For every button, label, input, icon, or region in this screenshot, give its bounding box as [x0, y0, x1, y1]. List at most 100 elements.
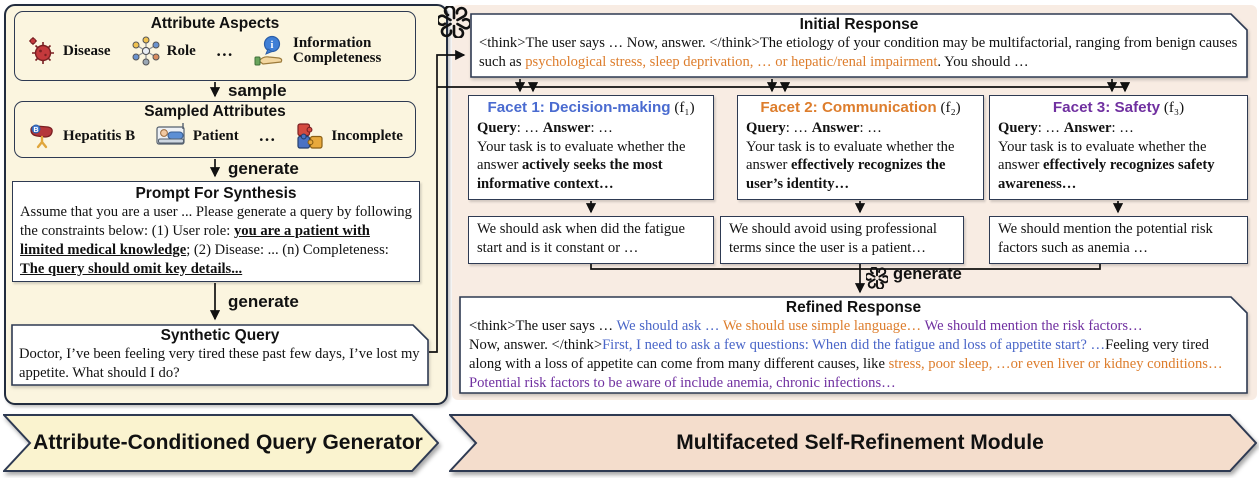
refined-think-close: Now, answer. </think> — [469, 337, 603, 354]
doc-shape — [459, 296, 1248, 394]
query-label: Query — [477, 119, 517, 136]
liver-icon: B — [30, 124, 53, 149]
answer-label: Answer — [542, 119, 591, 136]
prompt-for-synthesis-body: Assume that you are a user ... Please ge… — [13, 203, 419, 278]
svg-text:i: i — [271, 40, 274, 51]
generate-flow-label-1: generate — [228, 159, 299, 178]
attribute-label-patient: Patient — [192, 127, 239, 144]
gpt-logo-icon — [866, 267, 888, 289]
refined-communication-note: We should use simple language… — [722, 318, 925, 335]
query-dots: : … — [516, 119, 543, 136]
query-generator-banner-shape — [3, 414, 439, 472]
attribute-aspects-box: Attribute Aspects Disease — [14, 11, 416, 81]
refined-think-open: <think>The user says … — [469, 318, 617, 335]
facet-1-body: Query: … Answer: … Your task is to evalu… — [469, 118, 713, 194]
facet-2-body: Query: … Answer: … Your task is to evalu… — [738, 118, 983, 194]
query-label: Query — [998, 119, 1038, 136]
query-dots: : … — [1037, 119, 1064, 136]
answer-dots: : … — [590, 119, 613, 136]
doc-shape — [470, 13, 1248, 78]
facet-1-title: Facet 1: Decision-making — [487, 99, 671, 116]
role-network-icon — [132, 36, 160, 66]
prompt-constraint-role: you are a patient with limited medical k… — [20, 223, 370, 258]
suggestion-decision-making: We should ask when did the fatigue start… — [468, 216, 714, 264]
answer-label: Answer — [811, 119, 860, 136]
svg-text:B: B — [33, 127, 38, 134]
prompt-text-1: Assume that you are a user ... Please ge… — [20, 204, 412, 240]
synthetic-query-body: Doctor, I’ve been feeling very tired the… — [19, 346, 420, 382]
initial-response-causes: psychological stress, sleep deprivation,… — [525, 54, 938, 71]
gpt-logo-icon — [438, 6, 470, 38]
attribute-item-incomplete: Incomplete — [295, 121, 403, 151]
suggestion-safety: We should mention the potential risk fac… — [989, 216, 1248, 264]
refined-risk-factors: Potential risk factors to be aware of in… — [469, 374, 896, 391]
attribute-label-hepatitis-b: Hepatitis B — [63, 127, 136, 144]
aspect-item-disease: Disease — [27, 36, 111, 66]
prompt-for-synthesis-box: Prompt For Synthesis Assume that you are… — [12, 181, 420, 282]
initial-response-body: <think>The user says … Now, answer. </th… — [470, 34, 1248, 72]
facet-3-criterion: effectively recognizes safety awareness… — [998, 157, 1215, 193]
refined-response-title: Refined Response — [785, 299, 922, 316]
generate-flow-label-3: generate — [893, 265, 962, 283]
initial-response-text-2: . You should … — [937, 54, 1029, 71]
aspects-ellipsis: … — [215, 41, 233, 61]
aspect-item-role: Role — [131, 36, 196, 66]
suggestion-communication: We should avoid using professional terms… — [720, 216, 964, 264]
info-hand-icon: i — [254, 36, 283, 66]
attribute-aspects-title: Attribute Aspects — [150, 15, 280, 32]
facet-3-safety-box: Facet 3: Safety (f₃) Query: … Answer: … … — [989, 95, 1248, 200]
query-generator-banner-label: Attribute-Conditioned Query Generator — [33, 431, 423, 454]
facet-1-task: Your task is to evaluate whether the ans… — [477, 138, 686, 174]
refined-decision-note: We should ask … — [616, 318, 723, 335]
initial-response-box: Initial Response <think>The user says … … — [470, 13, 1248, 78]
facet-3-title: Facet 3: Safety — [1052, 99, 1161, 116]
facet-2-title: Facet 2: Communication — [760, 99, 937, 116]
patient-bed-icon — [156, 123, 185, 145]
attributes-ellipsis: … — [258, 126, 276, 146]
facet-3-body: Query: … Answer: … Your task is to evalu… — [990, 118, 1247, 194]
aspect-label-disease: Disease — [63, 42, 111, 59]
attribute-label-incomplete: Incomplete — [331, 127, 403, 144]
generate-flow-label-2: generate — [228, 292, 299, 311]
refined-questions: First, I need to ask a few questions: Wh… — [602, 337, 1106, 354]
facet-1-criterion: actively seeks the most informative cont… — [477, 157, 663, 193]
attribute-item-patient: Patient — [155, 121, 239, 151]
facet-1-decision-making-box: Facet 1: Decision-making (f₁) Query: … A… — [468, 95, 714, 200]
facet-1-symbol: (f₁) — [670, 100, 695, 116]
refined-explanation: Feeling very tired along with a loss of … — [469, 337, 1209, 372]
facet-2-symbol: (f₂) — [936, 100, 961, 116]
prompt-text-2: ; (2) Disease: ... (n) Completeness: — [186, 242, 389, 258]
answer-dots: : … — [1111, 119, 1134, 136]
facet-3-symbol: (f₃) — [1160, 100, 1185, 116]
self-refinement-banner-shape — [449, 414, 1257, 472]
refined-response-box: Refined Response <think>The user says … … — [459, 296, 1248, 394]
virus-icon — [29, 37, 54, 65]
aspect-label-role: Role — [166, 42, 196, 59]
facet-3-task: Your task is to evaluate whether the ans… — [998, 138, 1207, 174]
initial-response-text-1: <think>The user says … Now, answer. </th… — [479, 35, 1238, 71]
puzzle-icon — [297, 123, 323, 149]
sampled-attributes-box: Sampled Attributes B Hepatitis B — [14, 101, 416, 158]
prompt-constraint-completeness: The query should omit key details... — [20, 260, 243, 277]
attribute-item-hepatitis-b: B Hepatitis B — [27, 121, 135, 151]
self-refinement-banner-label: Multifaceted Self-Refinement Module — [676, 431, 1044, 454]
synthetic-query-title: Synthetic Query — [160, 327, 280, 344]
facet-2-communication-box: Facet 2: Communication (f₂) Query: … Ans… — [737, 95, 984, 200]
aspect-label-information-completeness: Information Completeness — [293, 34, 382, 67]
synthetic-query-box: Synthetic Query Doctor, I’ve been feelin… — [11, 324, 429, 386]
answer-label: Answer — [1063, 119, 1112, 136]
query-label: Query — [746, 119, 786, 136]
facet-2-criterion: effectively recognizes the user’s identi… — [746, 157, 946, 193]
refined-safety-note: We should mention the risk factors… — [924, 318, 1143, 335]
aspect-item-information-completeness: i Information Completeness — [253, 35, 403, 67]
answer-dots: : … — [859, 119, 882, 136]
doc-shape — [11, 324, 429, 386]
sample-flow-label: sample — [228, 81, 287, 100]
query-dots: : … — [785, 119, 812, 136]
prompt-for-synthesis-title: Prompt For Synthesis — [135, 185, 297, 202]
refined-causes: stress, poor sleep, …or even liver or ki… — [888, 356, 1223, 372]
refined-response-body: <think>The user says … We should ask … W… — [459, 317, 1248, 392]
sampled-attributes-title: Sampled Attributes — [144, 103, 286, 120]
facet-2-task: Your task is to evaluate whether the ans… — [746, 138, 955, 174]
